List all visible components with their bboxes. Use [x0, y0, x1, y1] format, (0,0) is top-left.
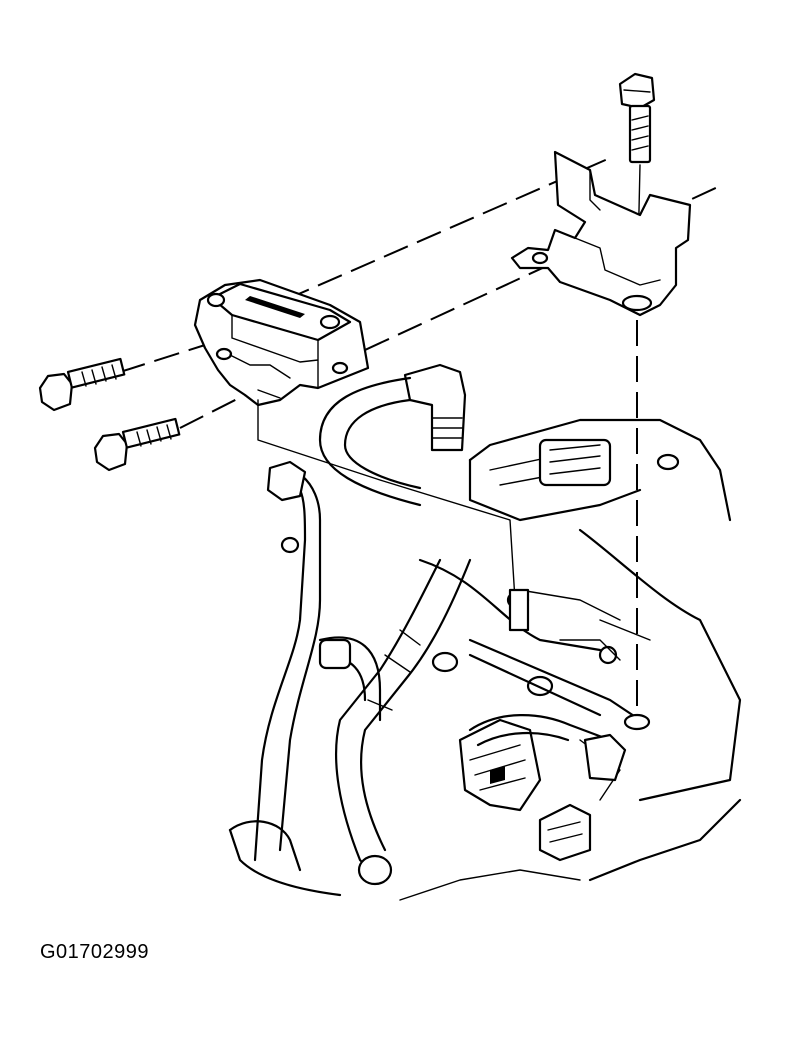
ignition-control-module	[193, 278, 370, 407]
coolant-pipe	[228, 460, 322, 872]
module-bolt-upper	[38, 357, 126, 412]
vertical-bolt	[618, 72, 656, 164]
vacuum-hose-elbow	[318, 363, 467, 507]
module-bolt-lower	[93, 417, 181, 472]
engine-block	[418, 418, 742, 802]
leader-bracket	[257, 399, 516, 601]
electrical-connectors	[458, 714, 627, 862]
exploded-assembly-diagram	[38, 72, 742, 901]
figure-id-label: G01702999	[40, 941, 150, 963]
wiring-harness	[318, 558, 472, 886]
mounting-bracket	[510, 150, 692, 317]
lower-engine-detail	[228, 798, 742, 901]
